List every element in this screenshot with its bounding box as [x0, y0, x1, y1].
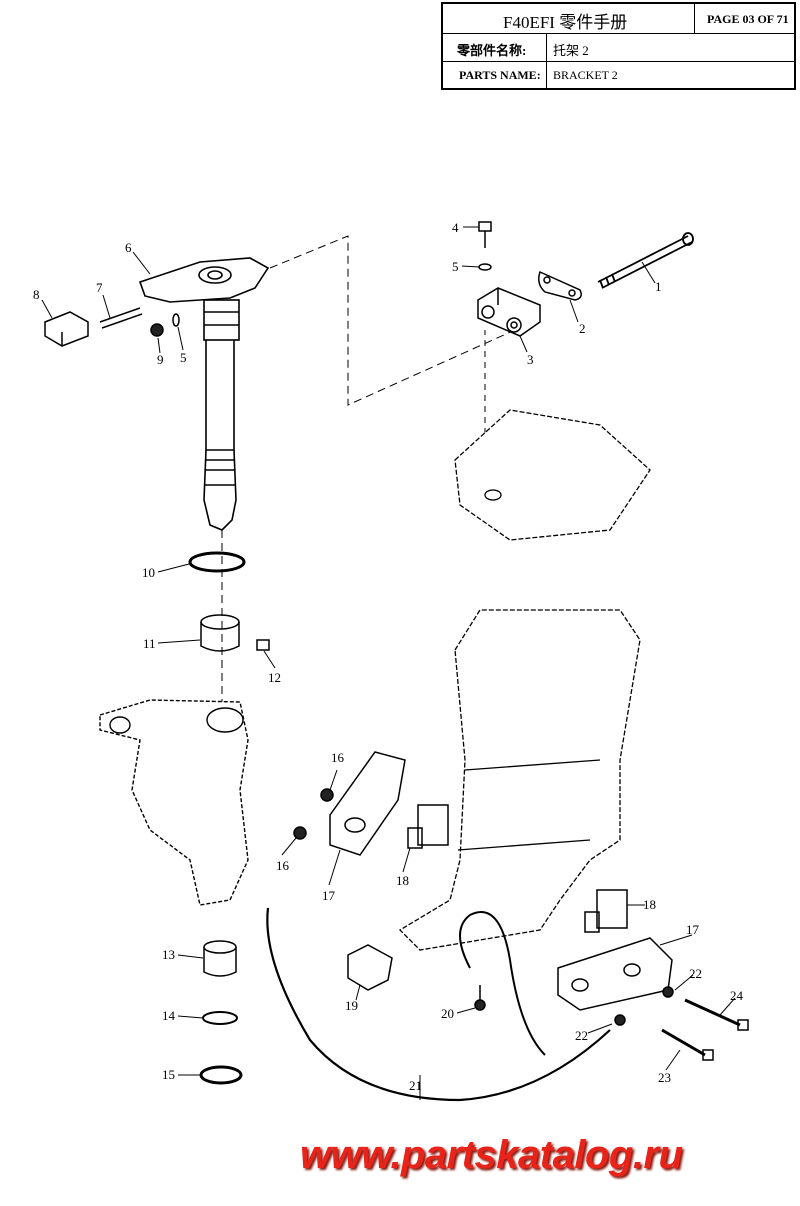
- bushing-part: [200, 614, 240, 652]
- callout-15: 15: [162, 1067, 175, 1082]
- bushing-lower-part: [203, 940, 237, 977]
- title-divider: [694, 4, 695, 33]
- callout-21: 21: [409, 1078, 422, 1093]
- nut-part: [150, 313, 180, 337]
- parts-name-cn-label: 零部件名称:: [457, 43, 527, 58]
- callout-20: 20: [441, 1006, 454, 1021]
- bolt-long-part: [597, 232, 694, 289]
- stud-part: [99, 307, 143, 329]
- sender-part: [347, 944, 393, 991]
- small-bolt-part: [478, 221, 492, 271]
- model-title: F40EFI 零件手册: [503, 13, 628, 32]
- title-divider: [443, 33, 794, 34]
- callout-22a: 22: [689, 966, 702, 981]
- callout-17b: 17: [686, 922, 700, 937]
- bolt-part: [684, 998, 749, 1031]
- callout-5b: 5: [180, 350, 187, 365]
- callout-18a: 18: [396, 873, 409, 888]
- callout-18b: 18: [643, 897, 656, 912]
- swivel-bracket-part: [99, 699, 249, 906]
- assembly-dashed-line: [269, 235, 516, 406]
- callout-16a: 16: [331, 750, 345, 765]
- callout-22b: 22: [575, 1028, 588, 1043]
- bolt-part: [661, 1028, 714, 1061]
- rubber-mount-part: [584, 889, 628, 933]
- leader-lines: [41, 226, 736, 1100]
- driveshaft-housing-part: [398, 609, 641, 951]
- callout-24: 24: [730, 988, 744, 1003]
- callout-10: 10: [142, 565, 155, 580]
- parts-name-en-value: BRACKET 2: [553, 68, 618, 82]
- washer-part: [614, 1014, 626, 1026]
- callout-16b: 16: [276, 858, 290, 873]
- callout-8: 8: [33, 287, 40, 302]
- oring-lower-part: [202, 1011, 238, 1025]
- callout-19: 19: [345, 998, 358, 1013]
- rubber-mount-part: [407, 804, 449, 849]
- nut-part: [293, 826, 307, 840]
- callout-1: 1: [655, 279, 662, 294]
- callout-7: 7: [96, 280, 103, 295]
- callout-6: 6: [125, 240, 132, 255]
- callout-5a: 5: [452, 259, 459, 274]
- callout-11: 11: [143, 636, 156, 651]
- callout-13: 13: [162, 947, 175, 962]
- block-small-part: [44, 311, 89, 347]
- callout-2: 2: [579, 321, 586, 336]
- seal-part: [199, 1065, 243, 1085]
- callout-12: 12: [268, 670, 281, 685]
- upper-casing-part: [454, 409, 651, 541]
- callout-3: 3: [527, 352, 534, 367]
- mount-lower-part: [557, 937, 673, 1011]
- callout-17a: 17: [322, 888, 336, 903]
- ground-cable-part: [266, 907, 611, 1102]
- plate-part: [538, 270, 582, 301]
- parts-name-cn-value: 托架 2: [553, 43, 589, 58]
- key-part: [256, 639, 270, 651]
- nut-part: [320, 788, 334, 802]
- block-part: [477, 287, 541, 337]
- ground-cable-part: [459, 911, 546, 1056]
- callout-4: 4: [452, 220, 459, 235]
- mount-upper-part: [329, 751, 406, 856]
- title-divider: [443, 61, 794, 62]
- watermark-link[interactable]: www.partskatalog.ru: [300, 1133, 683, 1177]
- washer-part: [662, 986, 674, 998]
- parts-name-en-label: PARTS NAME:: [459, 68, 541, 82]
- oring-part: [188, 551, 246, 573]
- callout-14: 14: [162, 1008, 176, 1023]
- callout-23: 23: [658, 1070, 671, 1085]
- screw-part: [474, 985, 486, 1011]
- callout-9: 9: [157, 352, 164, 367]
- title-block: F40EFI 零件手册 PAGE 03 OF 71 零部件名称: 托架 2 PA…: [441, 2, 796, 90]
- page-number: PAGE 03 OF 71: [707, 12, 789, 26]
- steering-shaft-part: [138, 257, 270, 531]
- title-divider: [546, 33, 547, 88]
